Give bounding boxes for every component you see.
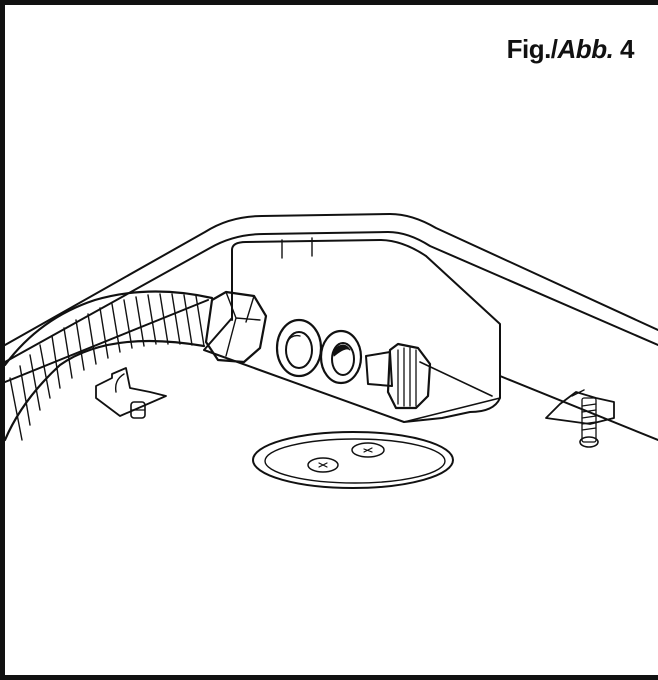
- housing-base-edge: [4, 299, 658, 441]
- hex-nut-fitting: [204, 290, 268, 364]
- housing-rim-inner-edge: [4, 231, 658, 363]
- panel-floor-ledge: [403, 361, 501, 423]
- ring-seal-2: [319, 329, 363, 385]
- left-mounting-bracket: [95, 367, 167, 419]
- figure-label-italic: Abb.: [557, 34, 614, 64]
- figure-label-prefix: Fig./: [506, 34, 558, 64]
- figure-number: 4: [620, 34, 634, 64]
- threaded-connector: [365, 342, 432, 410]
- cover-screw-2: [307, 457, 339, 473]
- right-mounting-bracket: [545, 389, 615, 448]
- corrugated-hose: [3, 290, 214, 442]
- ring-seal-1: [275, 318, 323, 378]
- connection-panel: [203, 239, 501, 423]
- figure-label: Fig./Abb. 4: [506, 34, 635, 65]
- housing-outer-rim: [4, 213, 658, 346]
- floor-cover-plate: [252, 431, 454, 489]
- cover-screw-1: [351, 442, 385, 458]
